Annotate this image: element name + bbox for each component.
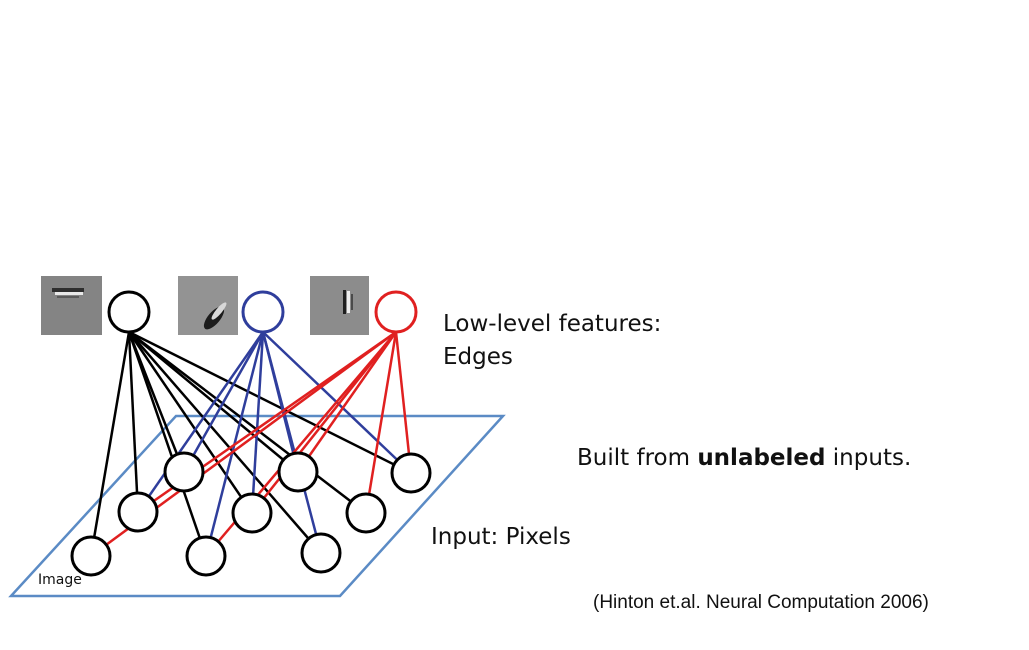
input-node	[390, 452, 432, 494]
connection-line	[127, 331, 254, 514]
input-node	[163, 451, 205, 493]
input-node	[117, 491, 159, 533]
connection-line	[182, 331, 265, 473]
input-node	[231, 492, 273, 534]
connection-line	[296, 331, 398, 473]
low-level-features-title: Low-level features:	[443, 311, 662, 337]
connection-line	[394, 331, 413, 474]
connection-line	[89, 331, 131, 557]
connection-line	[364, 331, 398, 514]
input-pixels-label: Input: Pixels	[431, 524, 571, 550]
horizontal-edge-patch	[41, 276, 102, 335]
built-prefix: Built from	[577, 445, 698, 471]
feature-node	[374, 290, 418, 334]
input-node	[277, 451, 319, 493]
connection-line	[128, 331, 322, 554]
low-level-features-label: Low-level features: Edges	[443, 308, 661, 374]
input-nodes	[70, 451, 432, 577]
feature-node	[241, 290, 285, 334]
connection-lines	[89, 330, 413, 558]
connection-line	[250, 331, 265, 514]
connection-line	[127, 331, 140, 513]
input-node	[185, 535, 227, 577]
feature-node	[107, 290, 151, 334]
citation: (Hinton et.al. Neural Computation 2006)	[593, 592, 929, 613]
connection-line	[128, 330, 412, 475]
connection-line	[128, 331, 367, 514]
connection-line	[127, 331, 186, 473]
hidden-nodes	[107, 290, 418, 334]
input-node	[300, 532, 342, 574]
input-node	[70, 535, 112, 577]
unlabeled-emphasis: unlabeled	[697, 445, 826, 471]
built-suffix: inputs.	[825, 445, 912, 471]
diagonal-edge-patch	[178, 276, 238, 335]
vertical-edge-patch	[310, 276, 369, 335]
built-from-caption: Built from unlabeled inputs.	[577, 445, 911, 471]
connection-line	[261, 331, 300, 473]
connection-line	[127, 331, 208, 557]
edges-label: Edges	[443, 344, 513, 370]
connection-line	[251, 331, 397, 514]
input-node	[345, 492, 387, 534]
connection-line	[136, 331, 265, 513]
image-label: Image	[38, 572, 82, 588]
